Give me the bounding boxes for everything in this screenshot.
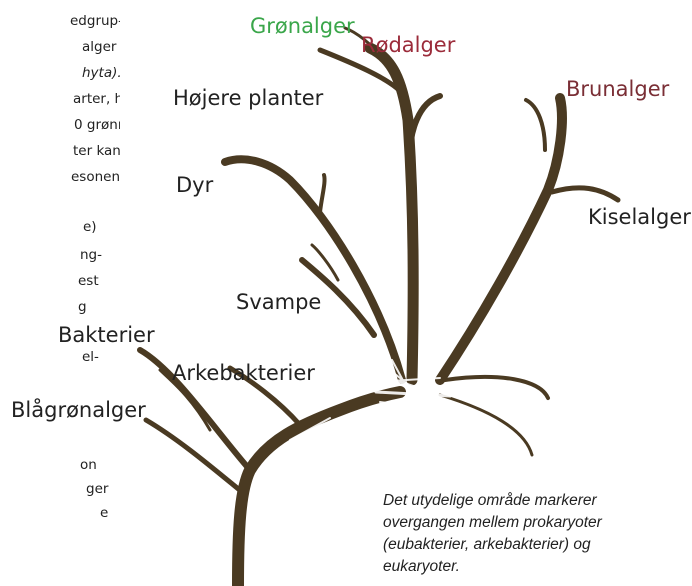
label-rodalger: Rødalger xyxy=(361,33,455,57)
label-brunalger: Brunalger xyxy=(566,77,669,101)
label-bakterier: Bakterier xyxy=(58,323,155,347)
trunk-prokaryote xyxy=(238,392,400,586)
branch-dyr-side xyxy=(320,175,325,212)
branch-brunalger-tip xyxy=(526,100,545,150)
caption-line: Det utydelige område markerer xyxy=(383,490,683,512)
label-arkebakterier: Arkebakterier xyxy=(172,361,315,385)
trunk-main xyxy=(370,48,413,380)
caption: Det utydelige område markerer overgangen… xyxy=(383,490,683,578)
branch-kiselalger xyxy=(552,188,618,200)
caption-line: (eubakterier, arkebakterier) og xyxy=(383,534,683,556)
branch-lower-1 xyxy=(445,377,548,398)
label-kiselalger: Kiselalger xyxy=(588,205,691,229)
label-gronalger: Grønalger xyxy=(250,14,355,38)
label-svampe: Svampe xyxy=(236,290,321,314)
label-dyr: Dyr xyxy=(176,173,213,197)
branch-blagronalger xyxy=(146,420,242,492)
caption-line: overgangen mellem prokaryoter xyxy=(383,512,683,534)
label-hojere-planter: Højere planter xyxy=(173,86,323,110)
caption-line: eukaryoter. xyxy=(383,556,683,578)
label-blagronalger: Blågrønalger xyxy=(11,398,146,422)
branch-lower-2 xyxy=(440,395,532,455)
